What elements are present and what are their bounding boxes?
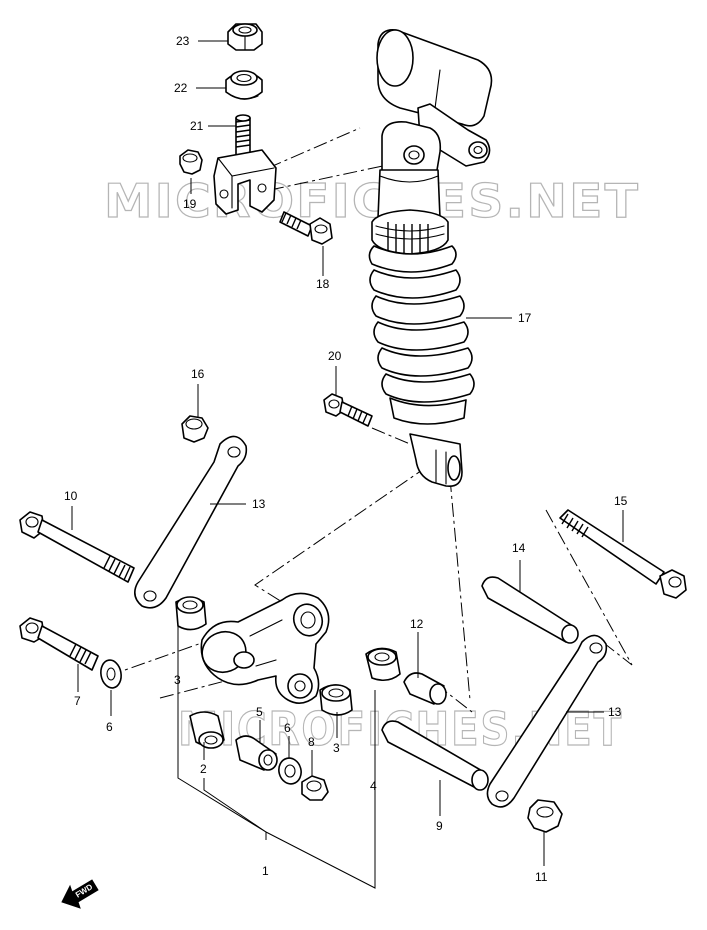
part-3-bearing-left xyxy=(175,596,207,631)
fwd-arrow-icon xyxy=(61,879,99,909)
callout-6-left: 6 xyxy=(106,720,113,734)
part-2-bearing xyxy=(189,711,225,749)
forward-direction-arrow: FWD xyxy=(61,879,99,909)
assembly-lines xyxy=(107,127,633,713)
callout-2: 2 xyxy=(200,762,207,776)
part-12-collar xyxy=(403,672,447,705)
part-19-nut xyxy=(179,149,203,175)
callout-leaders xyxy=(71,40,624,889)
part-20-bolt xyxy=(323,393,373,427)
callout-15: 15 xyxy=(614,494,628,508)
callout-20: 20 xyxy=(328,349,342,363)
callout-7: 7 xyxy=(74,694,81,708)
part-22-bushing xyxy=(225,70,263,100)
callout-18: 18 xyxy=(316,277,330,291)
callout-13-upper: 13 xyxy=(252,497,266,511)
part-1-cushion-lever xyxy=(200,592,330,704)
part-10-bolt xyxy=(19,511,135,583)
part-13-tie-rod-upper xyxy=(134,435,248,609)
part-5-spacer xyxy=(235,735,278,771)
part-6-washer-left xyxy=(100,659,122,689)
callout-21: 21 xyxy=(190,119,204,133)
callout-22: 22 xyxy=(174,81,188,95)
callout-6-right: 6 xyxy=(284,721,291,735)
callout-9: 9 xyxy=(436,819,443,833)
part-9-long-spacer xyxy=(381,720,489,791)
part-18-bolt xyxy=(279,211,333,245)
callout-14: 14 xyxy=(512,541,526,555)
part-13-tie-rod-lower xyxy=(486,634,608,808)
callout-8: 8 xyxy=(308,735,315,749)
callout-19: 19 xyxy=(183,197,197,211)
part-6-washer-right xyxy=(278,757,302,785)
callout-13-lower: 13 xyxy=(608,705,622,719)
part-23-nut xyxy=(227,23,263,51)
callout-numbers: 23 22 21 19 18 17 20 16 10 13 14 15 12 1… xyxy=(64,34,628,884)
watermark-top: MICROFICHES.NET xyxy=(104,174,640,228)
part-16-nut xyxy=(181,415,209,443)
part-8-nut xyxy=(301,775,329,801)
callout-17: 17 xyxy=(518,311,532,325)
part-11-nut xyxy=(527,799,563,833)
callout-12: 12 xyxy=(410,617,424,631)
part-7-bolt xyxy=(19,617,99,671)
callout-4: 4 xyxy=(370,779,377,793)
callout-3-right: 3 xyxy=(333,741,340,755)
part-3-bearing-right xyxy=(319,684,353,716)
callout-3-left: 3 xyxy=(174,673,181,687)
part-21-clevis-bracket xyxy=(213,114,277,215)
callout-16: 16 xyxy=(191,367,205,381)
part-15-bolt xyxy=(559,509,687,599)
callout-10: 10 xyxy=(64,489,78,503)
part-4-bearing xyxy=(365,647,401,682)
callout-1: 1 xyxy=(262,864,269,878)
callout-5: 5 xyxy=(256,705,263,719)
part-17-shock-absorber xyxy=(368,28,493,488)
callout-23: 23 xyxy=(176,34,190,48)
part-14-long-collar xyxy=(481,576,579,644)
callout-11: 11 xyxy=(535,870,548,884)
